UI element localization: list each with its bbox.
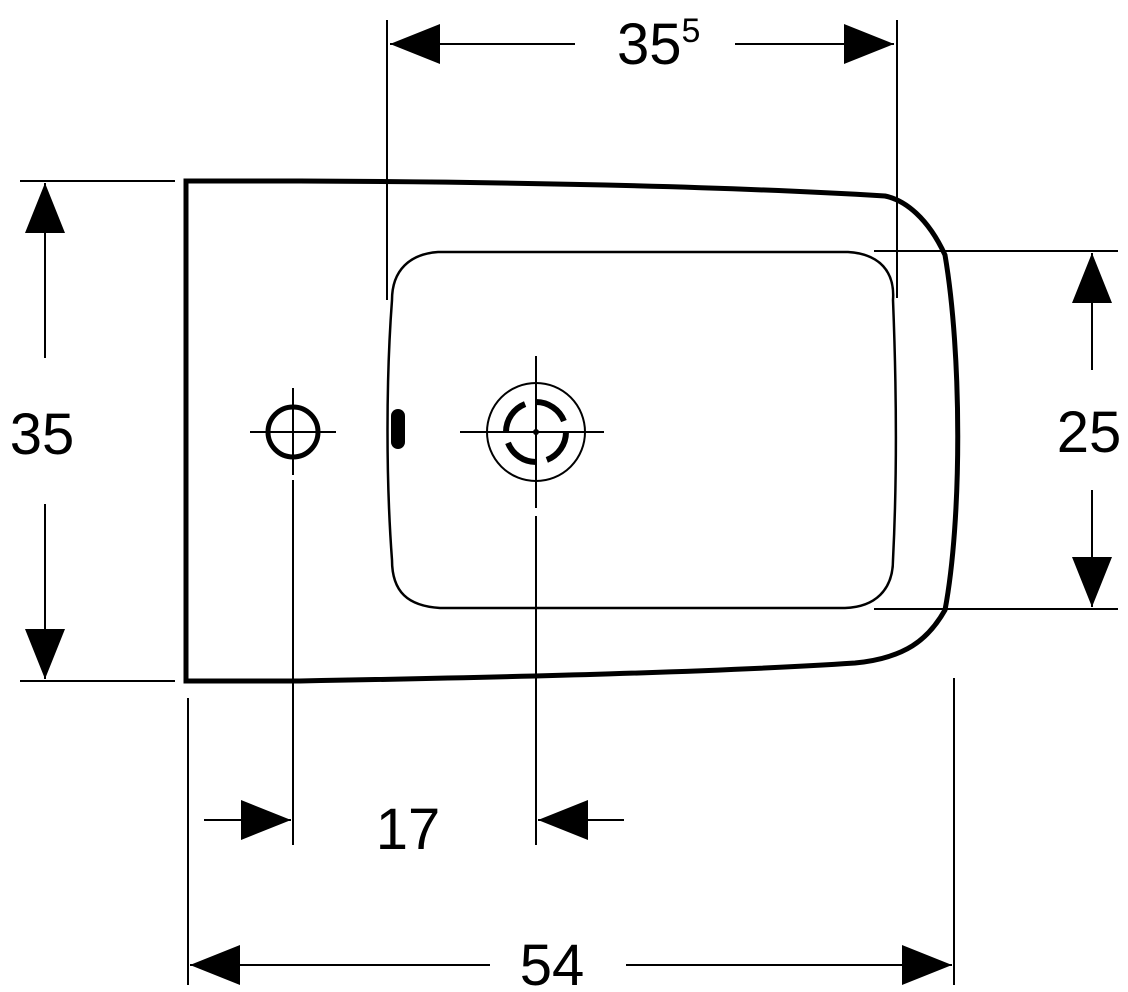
dim-right-height-label: 25 [1057,400,1122,465]
dimension-labels: 355 35 25 17 54 [10,12,1122,992]
dim-total-length-label: 54 [520,933,585,992]
dimension-lines [24,23,1112,985]
bidet-outer-edge [183,178,961,684]
drain-center-dot [533,429,539,435]
dim-top-width-label: 355 [617,12,700,77]
dim-top-width-main: 35 [617,12,682,77]
tap-hole [250,388,336,475]
bidet-bowl-rim [386,250,898,610]
extension-lines [20,20,1118,985]
dim-hole-offset-label: 17 [376,797,441,862]
dim-left-height-label: 35 [10,402,75,467]
overflow-hole [391,409,405,449]
bidet-outline [183,178,961,684]
dim-top-width-superscript: 5 [682,12,701,50]
drain [460,356,604,508]
